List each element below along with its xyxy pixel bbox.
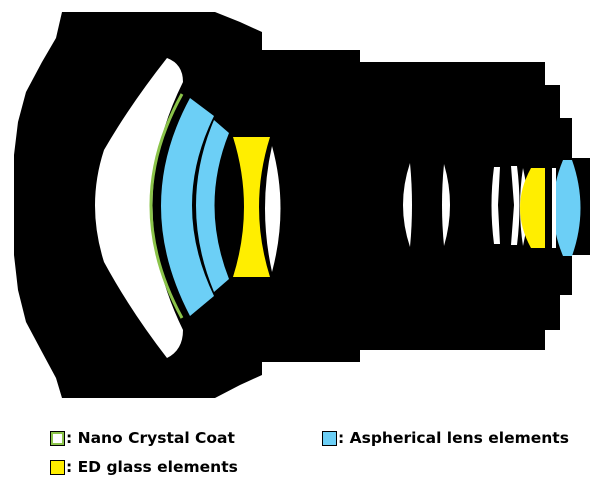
rear-aspherical-edge xyxy=(552,168,556,248)
legend-nano-crystal-coat: : Nano Crystal Coat xyxy=(50,429,235,447)
rear-lens-1 xyxy=(403,163,412,247)
rear-lens-2 xyxy=(442,164,450,246)
aspherical-element-2 xyxy=(196,120,229,292)
legend-label-ed: : ED glass elements xyxy=(66,458,238,476)
aspherical-swatch xyxy=(322,430,337,446)
ed-glass-swatch xyxy=(50,459,65,475)
nano-crystal-coat xyxy=(149,93,184,319)
aspherical-element-1 xyxy=(161,98,214,316)
rear-lens-3 xyxy=(491,167,500,244)
legend-label-nano: : Nano Crystal Coat xyxy=(66,429,235,447)
nano-crystal-coat-swatch xyxy=(50,430,65,446)
legend-aspherical: : Aspherical lens elements xyxy=(322,429,569,447)
front-element xyxy=(95,58,183,358)
rear-aspherical-element xyxy=(553,160,581,256)
rear-ed-glass-element xyxy=(520,168,545,248)
rear-lens-4 xyxy=(511,166,520,245)
front-group-lens-white xyxy=(265,146,281,272)
lens-cross-section-diagram xyxy=(14,12,590,398)
legend-ed-glass: : ED glass elements xyxy=(50,458,238,476)
ed-glass-element xyxy=(233,137,270,277)
legend-label-aspherical: : Aspherical lens elements xyxy=(338,429,569,447)
